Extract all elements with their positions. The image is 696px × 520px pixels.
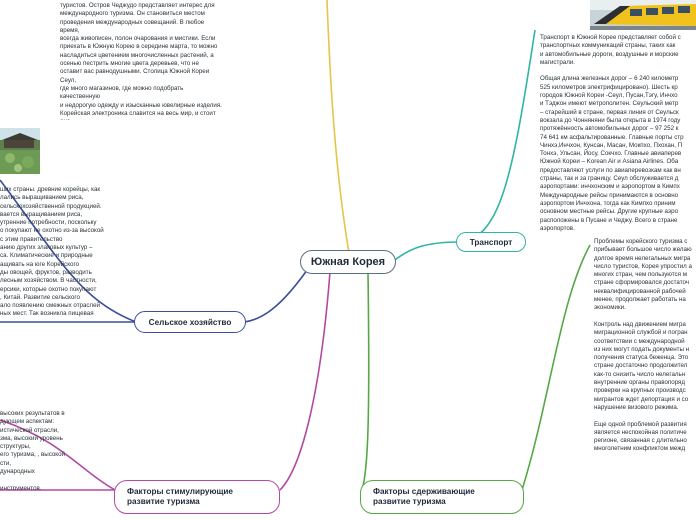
tourism-note: туристов. Остров Чеджудо представляет ин… [60, 2, 222, 120]
branch-transport-label: Транспорт [469, 237, 513, 247]
restraining-note: Проблемы корейского туризма с прибывает … [594, 238, 692, 453]
branch-stimulating[interactable]: Факторы стимулирующие развитие туризма [114, 480, 280, 514]
stimulating-connector [279, 271, 331, 491]
transport-connector [391, 241, 461, 263]
train-image [590, 0, 696, 30]
branch-transport[interactable]: Транспорт [456, 232, 526, 252]
branch-agriculture-label: Сельское хозяйство [148, 317, 232, 327]
restraining-line-up [521, 244, 591, 491]
agriculture-line-up [0, 179, 137, 323]
branch-restraining[interactable]: Факторы сдерживающие развитие туризма [360, 480, 524, 514]
agriculture-connector [243, 262, 313, 323]
transport-line-up [455, 29, 536, 243]
branch-stimulating-label: Факторы стимулирующие развитие туризма [127, 487, 233, 506]
tourism-connector [326, 0, 350, 254]
stimulating-note: высоких результатов в дующем аспектам: и… [0, 410, 65, 490]
branch-restraining-label: Факторы сдерживающие развитие туризма [373, 487, 475, 506]
agriculture-note: ших страны. древние корейцы, как лались … [0, 186, 104, 320]
central-topic-label: Южная Корея [310, 256, 386, 268]
branch-agriculture[interactable]: Сельское хозяйство [134, 311, 246, 333]
central-topic[interactable]: Южная Корея [300, 250, 396, 274]
transport-note: Транспорт в Южной Корее представляет соб… [540, 34, 684, 232]
restraining-connector [361, 271, 370, 491]
stimulating-line-up [0, 419, 116, 491]
palace-garden-image [0, 128, 40, 174]
